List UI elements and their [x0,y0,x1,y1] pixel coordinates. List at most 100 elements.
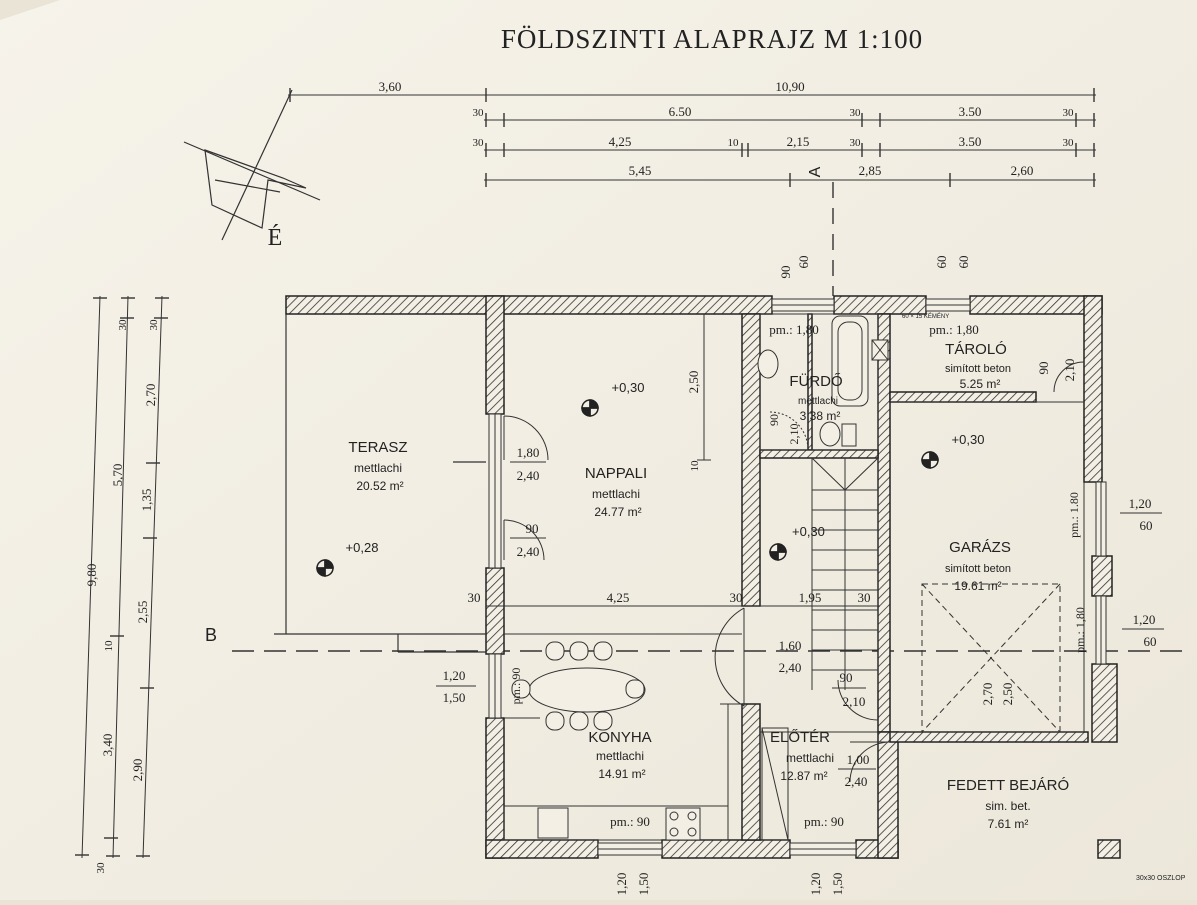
north-label: É [268,225,283,251]
dim-top-r3-3: 2,15 [787,134,810,149]
room-material-tarolo: simított beton [945,363,1011,375]
dim-top-r2-0: 30 [473,107,485,119]
parapet-tarolo: pm.: 1,80 [929,322,978,337]
room-name-terasz: TERASZ [348,439,407,456]
room-garazs: GARÁZS simított beton 19.61 m² +0,30 pm.… [945,432,1087,653]
interior-dimension-lines [486,314,880,607]
label-entry-door-1: 2,40 [845,774,868,789]
dim-top-r1-1: 10,90 [775,79,804,94]
room-material-nappali: mettlachi [592,487,640,501]
parapet-eloter: pm.: 90 [804,814,844,829]
dim-top-r3-5: 3.50 [959,134,982,149]
room-konyha: KONYHA mettlachi 14.91 m² pm.: 90 [588,729,651,829]
column-note: 30x30 OSZLOP [1136,875,1186,882]
section-label-a: A [807,166,824,177]
interior-dim-2: 30 [730,590,743,605]
dim-left-outer-0: 9,80 [84,564,99,587]
room-area-furdo: 3.38 m² [800,409,841,423]
room-tarolo: TÁROLÓ simított beton 5.25 m² pm.: 1,80 [929,322,1011,391]
section-label-b: B [205,625,217,645]
label-terrace-door-1-0: 1,80 [517,445,540,460]
label-hall-door-0: 1,60 [779,638,802,653]
parapet-garazs-1: pm.: 1.80 [1067,492,1081,538]
dim-top-r4-2: 2,60 [1011,163,1034,178]
label-bottom-win-1-1: 1,50 [636,873,651,896]
room-fedett-bejaro: FEDETT BEJÁRÓ sim. bet. 7.61 m² [947,777,1069,831]
label-bath-door-0: 90 [767,414,781,426]
room-area-konyha: 14.91 m² [598,767,645,781]
bathroom-fixtures [757,315,889,447]
room-terasz: TERASZ mettlachi 20.52 m² +0,28 [346,439,408,555]
dim-top-r2-3: 3.50 [959,104,982,119]
kitchen-furniture [503,641,742,841]
label-bottom-win-2-1: 1,50 [830,873,845,896]
dim-left-inner-2: 1,35 [139,489,154,512]
dim-left-mid-2: 10 [103,640,115,652]
room-name-konyha: KONYHA [588,729,651,746]
room-furdo: FÜRDŐ mettlachi 3.38 m² pm.: 1,80 [769,322,842,423]
interior-door-swings [714,361,1085,783]
label-terrace-door-2-0: 90 [526,521,539,536]
label-garage-win-1-1: 60 [1140,518,1153,533]
label-top-store-1: 60 [956,256,971,269]
room-name-garazs: GARÁZS [949,539,1011,556]
label-garage-door-1: 2,50 [1000,683,1015,706]
level-stair: +0,30 [792,524,825,539]
dim-top-r4-1: 2,85 [859,163,882,178]
chimney-note: 60 × 15 KÉMÉNY [902,313,949,320]
room-name-nappali: NAPPALI [585,465,647,482]
dim-left-inner-3: 2,55 [135,601,150,624]
level-nappali: +0,30 [612,380,645,395]
label-garage-door-0: 2,70 [980,683,995,706]
label-top-store-0: 60 [934,256,949,269]
label-hall-door-1: 2,40 [779,660,802,675]
terrace-outline [274,314,486,653]
label-kitchen-win-pm: pm.: 90 [509,668,523,705]
label-stair-door-0: 90 [840,670,853,685]
label-bottom-win-1-0: 1,20 [614,873,629,896]
label-store-door-1: 2,10 [1062,359,1077,382]
label-entry-door-0: 1,00 [847,752,870,767]
label-top-bath-0: 90 [778,266,793,279]
room-material-terasz: mettlachi [354,461,402,475]
top-dimension-texts: 3,60 10,90 30 6.50 30 3.50 30 30 4,25 10… [379,79,1074,178]
opening-labels: 90 60 60 60 1,20 60 1,20 60 2,70 2,50 90… [436,256,1164,896]
interior-dim-1: 4,25 [607,590,630,605]
room-material-fedett-bejaro: sim. bet. [985,799,1030,813]
dim-top-r3-2: 10 [728,137,740,149]
dim-top-r2-4: 30 [1063,107,1075,119]
dim-left-inner-0: 30 [148,319,160,331]
label-terrace-door-1-1: 2,40 [517,468,540,483]
room-name-eloter: ELŐTÉR [770,729,830,746]
room-area-nappali: 24.77 m² [594,505,641,519]
staircase [811,457,879,690]
interior-dim-0: 30 [468,590,481,605]
parapet-furdo: pm.: 1,80 [769,322,818,337]
dim-left-inner-1: 2,70 [143,384,158,407]
dim-left-inner-4: 2,90 [130,759,145,782]
interior-dimension-texts: 30 4,25 30 1,95 30 [468,590,871,605]
dim-left-mid-4: 30 [95,862,107,874]
label-living-vertical-0: 2,50 [686,371,701,394]
level-garazs: +0,30 [952,432,985,447]
interior-dim-4: 30 [858,590,871,605]
level-terasz: +0,28 [346,540,379,555]
left-dimension-texts: 9,80 30 5,70 10 3,40 30 30 2,70 1,35 2,5… [84,319,160,874]
hall-closet [761,727,789,841]
label-kitchen-win-1: 1,50 [443,690,466,705]
north-arrow [183,89,321,241]
plan-title: FÖLDSZINTI ALAPRAJZ M 1:100 [501,24,923,54]
label-living-vertical-1: 10 [689,460,701,472]
label-top-bath-1: 60 [796,256,811,269]
dim-top-r3-6: 30 [1063,137,1075,149]
label-kitchen-win-0: 1,20 [443,668,466,683]
room-area-tarolo: 5.25 m² [960,377,1001,391]
dim-top-r4-0: 5,45 [629,163,652,178]
label-garage-win-2-1: 60 [1144,634,1157,649]
room-material-furdo: mettlachi [798,396,838,407]
garage-opening [921,583,1061,733]
label-stair-door-1: 2,10 [843,694,866,709]
parapet-konyha: pm.: 90 [610,814,650,829]
